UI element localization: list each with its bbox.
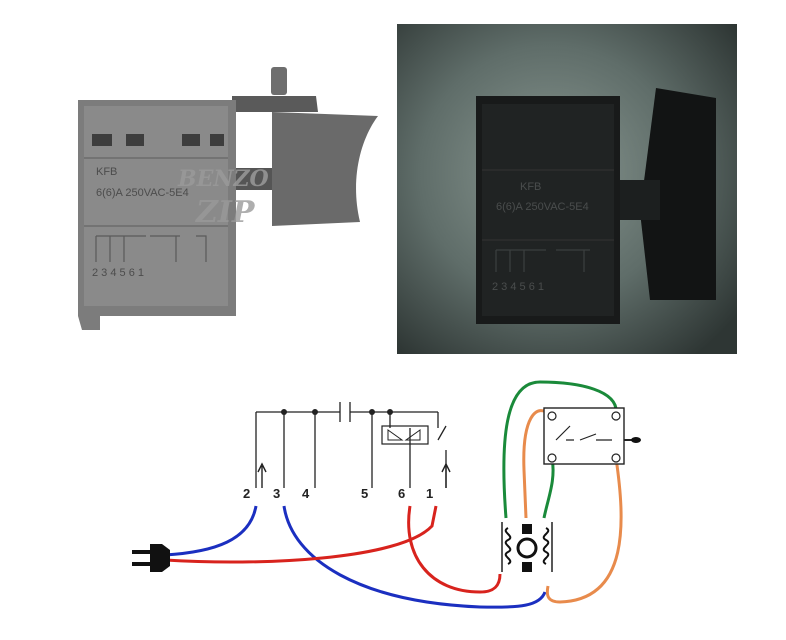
terminal-label-3: 3	[273, 486, 280, 501]
switch-contact	[437, 412, 447, 488]
junction-node	[369, 409, 375, 415]
terminal-label-1: 1	[426, 486, 433, 501]
slot	[92, 134, 112, 146]
triac-symbol	[381, 425, 429, 445]
engraved-schematic	[95, 235, 207, 262]
wire-red-motor	[407, 505, 502, 594]
reversing-switch	[543, 407, 641, 465]
wiring-schematic: 2 3 4 5 6 1	[132, 380, 641, 609]
shoulder	[232, 96, 318, 112]
rating-marking: 6(6)A 250VAC-5E4	[96, 187, 189, 199]
watermark-bottom: ZIP	[195, 195, 256, 230]
arrow-up-left	[257, 462, 267, 488]
slot	[126, 134, 144, 146]
wire-blue-motor	[282, 505, 547, 609]
brand-marking: KFB	[96, 166, 117, 178]
switch-photo-left: KFB 6(6)A 250VAC-5E4 2 3 4 5 6 1 BENZO Z…	[78, 67, 378, 330]
terminal-label-4: 4	[302, 486, 310, 501]
watermark-top: BENZO	[177, 166, 269, 192]
junction-node	[387, 409, 393, 415]
terminal-label-6: 6	[398, 486, 405, 501]
terminal-label-2: 2	[243, 486, 250, 501]
slot	[210, 134, 224, 146]
brand-marking-dark: KFB	[520, 181, 541, 193]
power-plug	[132, 544, 170, 572]
rating-marking-dark: 6(6)A 250VAC-5E4	[496, 201, 589, 213]
motor-symbol	[501, 522, 553, 572]
slot	[182, 134, 200, 146]
switch-photo-right: KFB 6(6)A 250VAC-5E4 2 3 4 5 6 1	[397, 24, 737, 354]
junction-node	[281, 409, 287, 415]
wire-red-plug	[164, 505, 438, 564]
top-pin	[271, 67, 287, 95]
wire-blue-plug	[164, 505, 258, 557]
plunger-shaft	[230, 168, 280, 190]
arrow-up-right	[441, 462, 451, 488]
terminal-marking-dark: 2 3 4 5 6 1	[492, 281, 544, 293]
wire-green-bottom	[542, 457, 555, 519]
engraved-schematic-dark	[495, 249, 590, 272]
terminal-marking: 2 3 4 5 6 1	[92, 267, 144, 279]
junction-node	[312, 409, 318, 415]
trigger-dark	[640, 88, 716, 300]
wire-green-top	[502, 380, 618, 519]
wire-orange-right	[545, 457, 623, 604]
terminal-label-5: 5	[361, 486, 368, 501]
trigger	[272, 112, 378, 226]
capacitor	[339, 402, 351, 422]
